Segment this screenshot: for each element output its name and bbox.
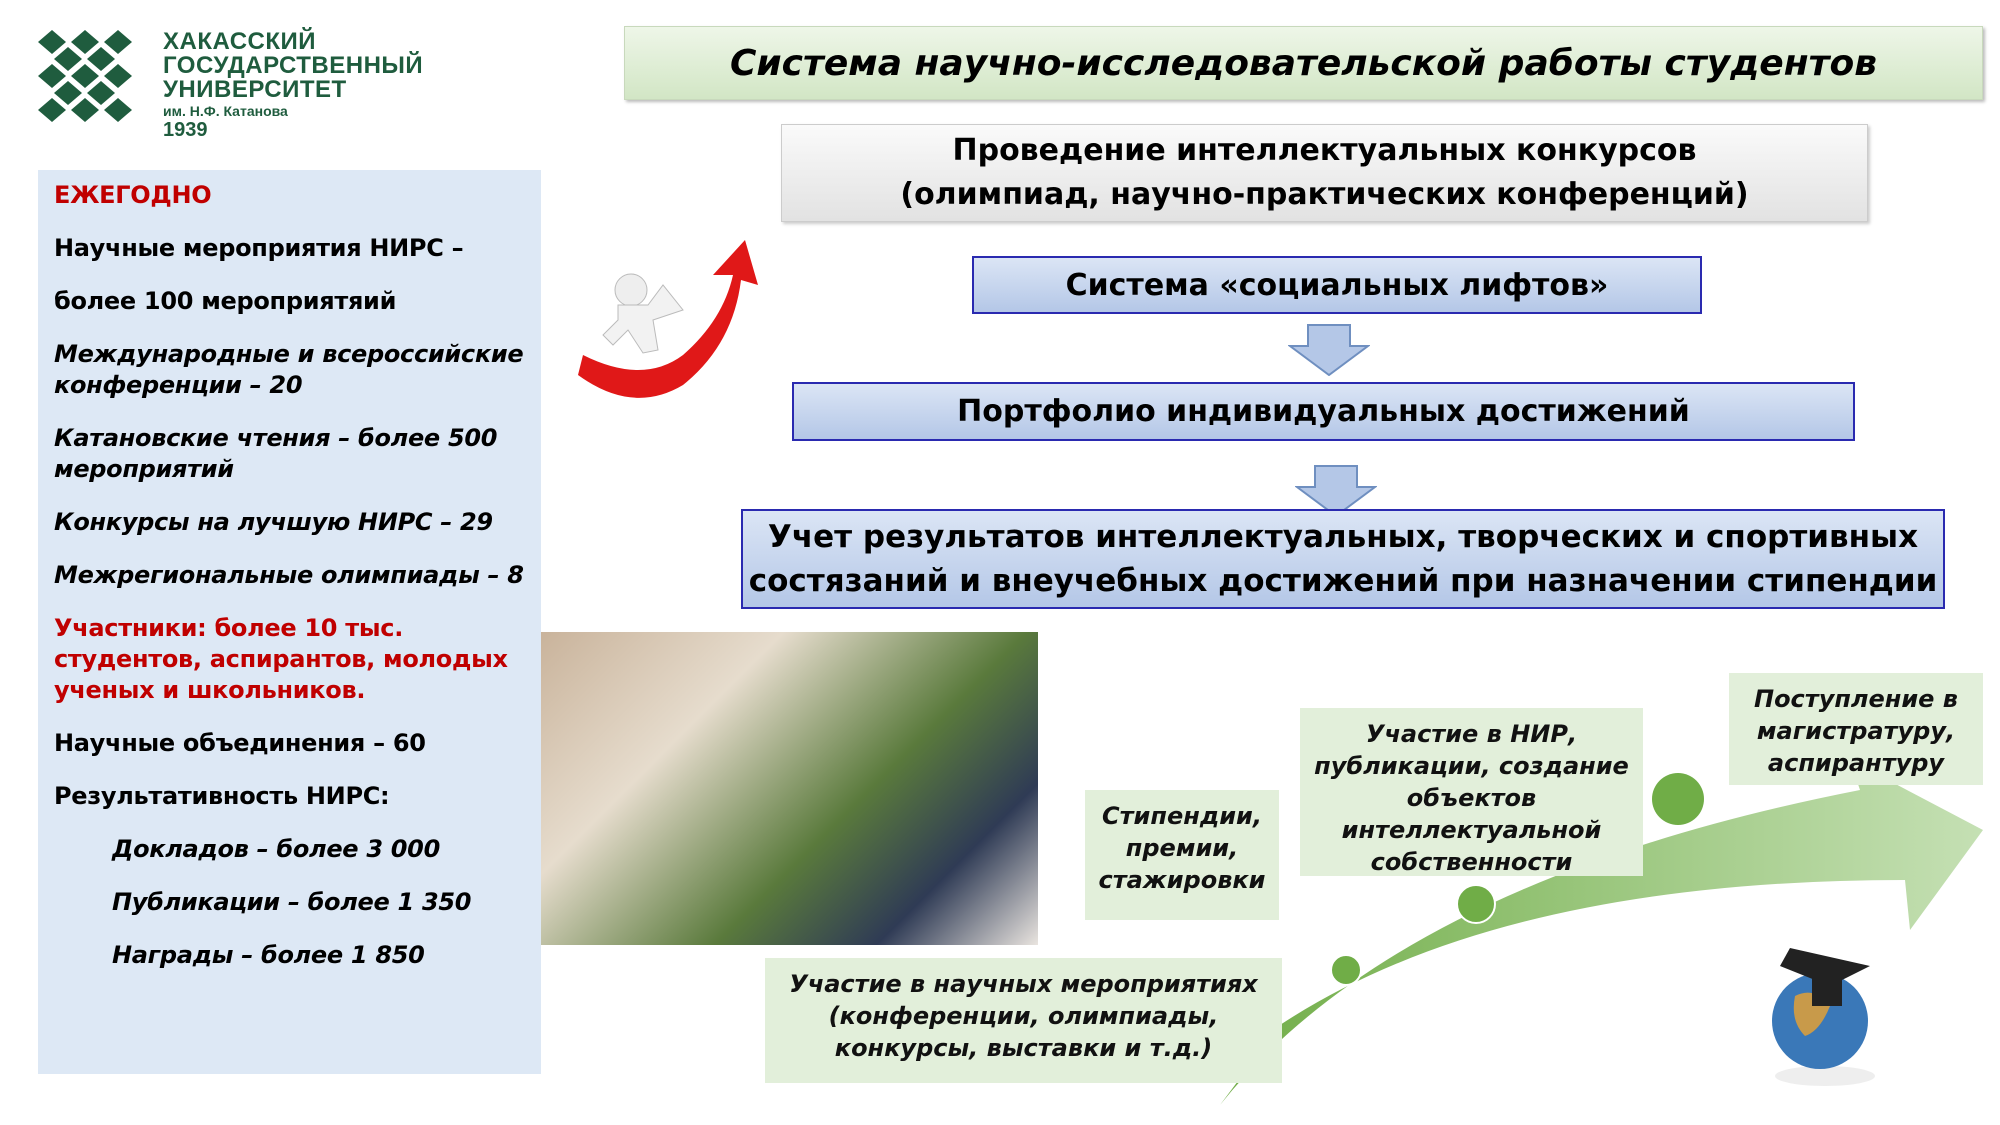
contests-line: Проведение интеллектуальных конкурсов bbox=[952, 133, 1697, 168]
scholarship-line: состязаний и внеучебных достижений при н… bbox=[748, 563, 1938, 599]
contests-line: (олимпиад, научно-практических конференц… bbox=[900, 177, 1749, 212]
stat-item: Докладов – более 3 000 bbox=[112, 835, 440, 863]
step-research: Участие в НИР, публикации, создание объе… bbox=[1300, 708, 1643, 876]
milestone-dot bbox=[1330, 954, 1362, 986]
students-photo bbox=[541, 632, 1038, 945]
logo-year: 1939 bbox=[163, 119, 208, 141]
annual-stats-panel: ЕЖЕГОДНО Научные мероприятия НИРС – боле… bbox=[38, 170, 541, 1074]
stat-item: Международные и всероссийские конференци… bbox=[54, 340, 524, 399]
logo-line: им. Н.Ф. Катанова bbox=[163, 103, 288, 119]
stat-item: Награды – более 1 850 bbox=[112, 941, 425, 969]
portfolio-box: Портфолио индивидуальных достижений bbox=[792, 382, 1855, 441]
social-lifts-box: Система «социальных лифтов» bbox=[972, 256, 1702, 314]
stat-item: Межрегиональные олимпиады – 8 bbox=[54, 561, 524, 589]
rising-arrow-figure-icon bbox=[578, 240, 758, 398]
university-logo-icon bbox=[38, 30, 132, 122]
stat-item: Участники: более 10 тыс. студентов, аспи… bbox=[54, 614, 508, 704]
step-scholarships: Стипендии, премии, стажировки bbox=[1085, 790, 1279, 920]
scholarship-line: Учет результатов интеллектуальных, творч… bbox=[767, 519, 1919, 555]
stat-item: Катановские чтения – более 500 мероприят… bbox=[54, 424, 498, 483]
stat-item: Научные мероприятия НИРС – bbox=[54, 234, 464, 262]
logo-line: ХАКАССКИЙ bbox=[163, 28, 317, 55]
contests-box: Проведение интеллектуальных конкурсов (о… bbox=[781, 124, 1868, 222]
logo-line: ГОСУДАРСТВЕННЫЙ bbox=[163, 52, 424, 79]
step-events: Участие в научных мероприятиях (конферен… bbox=[765, 958, 1282, 1083]
down-arrow-icon bbox=[1295, 465, 1377, 517]
stat-item: Конкурсы на лучшую НИРС – 29 bbox=[54, 508, 493, 536]
page-title: Система научно-исследовательской работы … bbox=[624, 26, 1983, 100]
stat-item: более 100 мероприятяий bbox=[54, 287, 397, 315]
down-arrow-icon bbox=[1288, 324, 1370, 376]
stat-item: Публикации – более 1 350 bbox=[112, 888, 472, 916]
milestone-dot bbox=[1652, 773, 1704, 825]
step-graduate: Поступление в магистратуру, аспирантуру bbox=[1729, 673, 1983, 785]
stat-item: Научные объединения – 60 bbox=[54, 729, 426, 757]
scholarship-box: Учет результатов интеллектуальных, творч… bbox=[741, 509, 1945, 609]
panel-heading: ЕЖЕГОДНО bbox=[54, 181, 212, 209]
university-logo-text: ХАКАССКИЙ ГОСУДАРСТВЕННЫЙ УНИВЕРСИТЕТ им… bbox=[163, 28, 424, 141]
stat-item: Результативность НИРС: bbox=[54, 782, 390, 810]
milestone-dot bbox=[1456, 884, 1496, 924]
globe-graduation-cap-icon bbox=[1772, 948, 1875, 1086]
logo-line: УНИВЕРСИТЕТ bbox=[163, 76, 347, 103]
